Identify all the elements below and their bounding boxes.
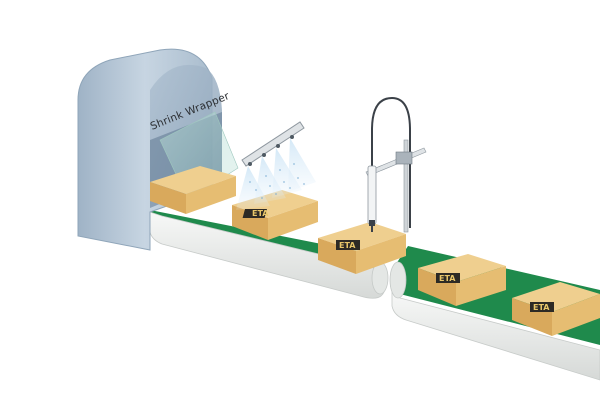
cardboard-box [150, 166, 236, 214]
printer-cable-arch [371, 96, 411, 232]
printer-mast [403, 139, 409, 233]
inkjet-printer-icon [365, 96, 427, 233]
box-logo-text: ETA [339, 241, 356, 250]
cardboard-box: ETA [418, 254, 506, 306]
spray-nozzle-icon [236, 121, 316, 210]
belt-end-roller [389, 261, 407, 299]
cardboard-box: ETA [232, 190, 318, 240]
box-logo: ETA [336, 240, 360, 250]
cardboard-box: ETA [318, 222, 406, 274]
belt-side-frame [391, 291, 600, 381]
printer-clamp [395, 151, 413, 165]
box-logo: ETA [530, 302, 554, 312]
conveyor-belt-left [149, 210, 389, 299]
box-logo-text: ETA [439, 274, 456, 283]
box-logo-text: ETA [252, 209, 269, 218]
cardboard-box: ETA [512, 282, 600, 336]
box-logo: ETA [242, 209, 269, 218]
box-logo: ETA [436, 273, 460, 283]
print-head [367, 165, 377, 225]
print-nozzle [369, 220, 375, 226]
box-logo-text: ETA [533, 303, 550, 312]
spray-manifold-bar [241, 121, 305, 167]
